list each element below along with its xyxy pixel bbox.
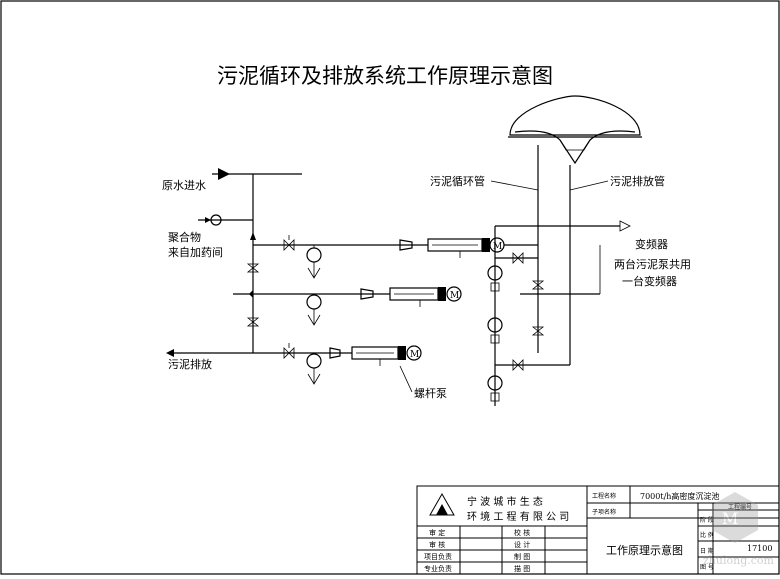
recycle-pipe-leader bbox=[490, 180, 539, 191]
company-name-line1: 宁 波 城 市 生 态 bbox=[467, 495, 543, 508]
watermark-text: zhulong.com bbox=[703, 554, 775, 567]
project-lead-label: 项目负责 bbox=[424, 552, 452, 561]
polymer-label-line1: 聚合物 bbox=[168, 230, 201, 244]
svg-text:M: M bbox=[493, 242, 502, 252]
raw-water-inlet: 原水进水 bbox=[162, 168, 302, 353]
stage-label: 阶 段 bbox=[700, 516, 714, 524]
pump-line-1: M bbox=[253, 235, 538, 279]
recycle-pump-column: 变频器 两台污泥泵共用 一台变频器 bbox=[487, 220, 691, 406]
polymer-label-line2: 来自加药间 bbox=[168, 246, 223, 259]
discipline-lead-label: 专业负责 bbox=[424, 564, 452, 573]
sludge-discharge-label: 污泥排放 bbox=[168, 357, 212, 371]
drawn-label: 制 图 bbox=[514, 552, 530, 561]
drawing-title: 工作原理示意图 bbox=[606, 543, 683, 557]
company-logo bbox=[429, 492, 455, 516]
scale-label: 比 例 bbox=[700, 531, 714, 539]
vfd-label: 变频器 bbox=[635, 237, 668, 251]
watermark: M zhulong.com bbox=[703, 492, 775, 567]
pump-line-3: M 污泥排放 螺杆泵 bbox=[166, 343, 447, 400]
reviewed-label: 审 核 bbox=[429, 540, 445, 549]
clarifier-tank bbox=[508, 95, 642, 365]
raw-water-in-label: 原水进水 bbox=[162, 179, 206, 192]
date-label: 日 期 bbox=[700, 547, 714, 555]
designed-label: 设 计 bbox=[514, 540, 530, 549]
sludge-discharge-pipe-label: 污泥排放管 bbox=[610, 174, 665, 188]
pump-line-2: M bbox=[233, 286, 462, 326]
project-no-label: 工程编号 bbox=[728, 503, 752, 511]
vfd-note-line1: 两台污泥泵共用 bbox=[614, 257, 691, 271]
approved-label: 审 定 bbox=[429, 528, 445, 537]
draft-label: 描 图 bbox=[514, 564, 530, 573]
project-name-label: 工程名称 bbox=[592, 492, 616, 500]
title-block: 宁 波 城 市 生 态 环 境 工 程 有 限 公 司 工程名称 7000t/h… bbox=[416, 485, 780, 575]
screw-pump-label: 螺杆泵 bbox=[414, 386, 447, 400]
sub-project-label: 子项名称 bbox=[592, 508, 616, 516]
svg-text:M: M bbox=[450, 291, 459, 301]
discharge-pipe-leader bbox=[569, 180, 609, 191]
sheet-label: 图 号 bbox=[700, 564, 714, 571]
svg-text:M: M bbox=[410, 350, 419, 360]
sludge-recycle-pipe-label: 污泥循环管 bbox=[430, 174, 485, 188]
vfd-note-line2: 一台变频器 bbox=[622, 274, 677, 288]
diagram-title: 污泥循环及排放系统工作原理示意图 bbox=[217, 64, 553, 88]
svg-text:M: M bbox=[722, 509, 738, 528]
polymer-dosing: 聚合物 来自加药间 bbox=[168, 214, 256, 259]
drawing-number: 17100 bbox=[747, 544, 772, 553]
checked-label: 校 核 bbox=[514, 528, 530, 537]
project-name-value: 7000t/h高密度沉淀池 bbox=[640, 491, 719, 501]
main-line-valves bbox=[246, 263, 260, 327]
company-name-line2: 环 境 工 程 有 限 公 司 bbox=[467, 510, 569, 523]
